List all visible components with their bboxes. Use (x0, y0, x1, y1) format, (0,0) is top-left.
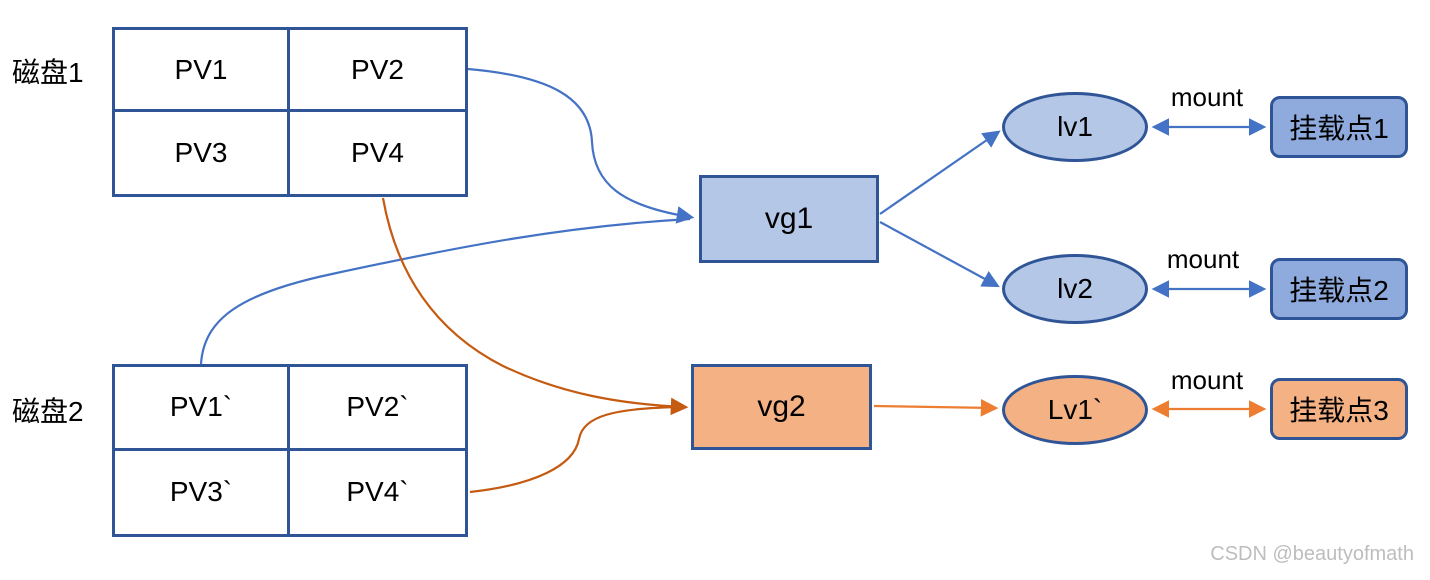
mount-label-3: mount (1170, 365, 1244, 395)
arrow-vg1-to-lv2 (879, 221, 1000, 288)
disk2-cell-pv4: PV4` (346, 476, 409, 508)
disk1-cell-pv4: PV4 (351, 137, 404, 168)
disk1-table: PV1 PV2 PV3 PV4 (112, 27, 468, 197)
mount-point-1: 挂载点1 (1270, 96, 1408, 158)
disk1-label: 磁盘1 (12, 57, 84, 88)
disk2-label: 磁盘2 (12, 396, 84, 427)
disk2-cell-pv3: PV3` (115, 450, 290, 534)
vg1-box: vg1 (699, 175, 879, 263)
disk2-cell-pv1: PV1` (115, 367, 290, 451)
mount-label-1: mount (1170, 82, 1244, 112)
arrow-vg2-to-lv1p (873, 398, 999, 417)
disk1-cell-pv3: PV3 (115, 112, 290, 194)
arrow-pv4p-to-vg2 (469, 405, 683, 494)
arrow-pv4-to-vg2 (381, 197, 689, 416)
disk1-cell-pv2: PV2 (290, 30, 465, 112)
mount-point-2: 挂载点2 (1270, 258, 1408, 320)
lv1p-ellipse: Lv1` (1002, 375, 1148, 445)
arrow-pv2-to-vg1 (467, 67, 695, 224)
disk1-cell-pv1: PV1 (115, 30, 290, 112)
mount-label-2: mount (1166, 244, 1240, 274)
mount-point-3: 挂载点3 (1270, 378, 1408, 440)
lv2-ellipse: lv2 (1002, 254, 1148, 324)
lv1-ellipse: lv1 (1002, 92, 1148, 162)
arrow-vg1-to-lv1 (879, 130, 1001, 215)
vg2-box: vg2 (691, 364, 872, 450)
disk2-cell-pv2: PV2` (290, 367, 465, 451)
watermark-text: CSDN @beautyofmath (1210, 543, 1414, 565)
disk2-table: PV1` PV2` PV3` PV4` (112, 364, 468, 537)
arrow-pv1p-to-vg1 (199, 217, 691, 365)
